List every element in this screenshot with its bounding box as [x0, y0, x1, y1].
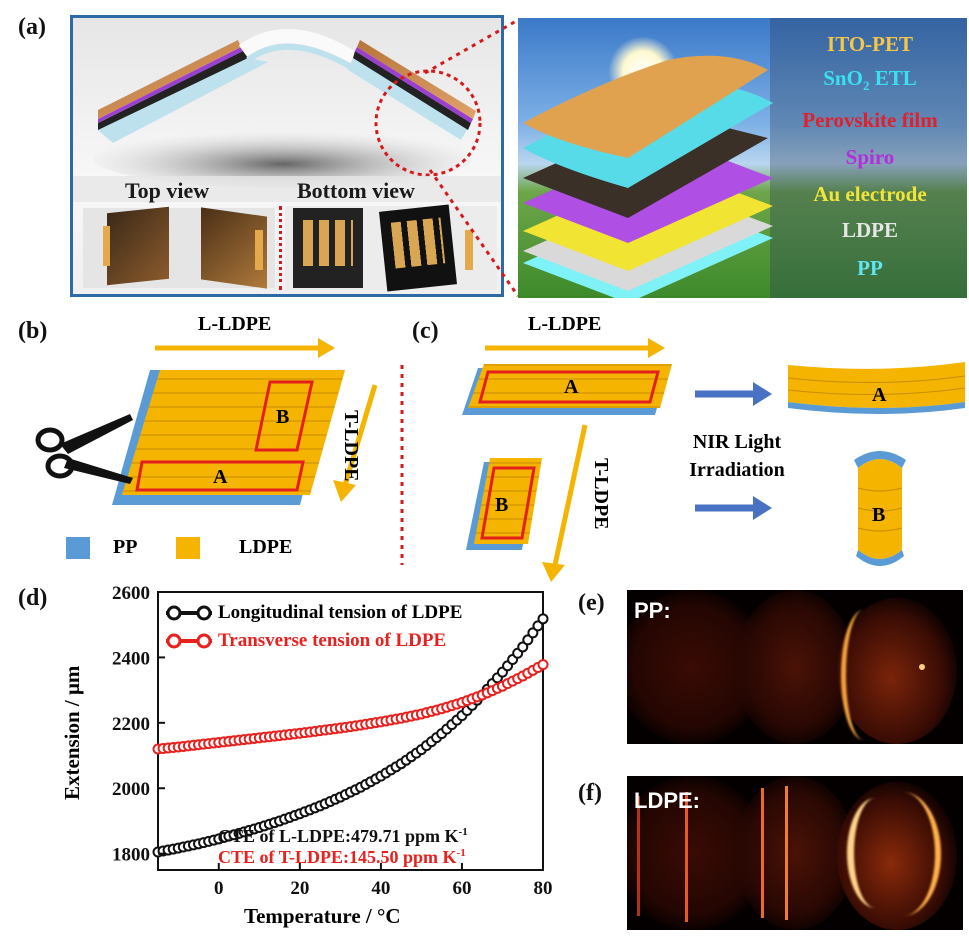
- series-line-1: [157, 663, 544, 751]
- nir-line-2: Irradiation: [689, 459, 785, 481]
- panel-c-t-ldpe-label: T-LDPE: [590, 458, 612, 530]
- bent-device-render: [93, 29, 482, 188]
- ldpe-diffraction-image: [627, 776, 963, 930]
- x-tick-label: 0: [214, 878, 224, 899]
- layer-label-ldpe: LDPE: [841, 218, 898, 242]
- top-view-photo: [83, 206, 275, 289]
- legend-pp-label: PP: [113, 536, 138, 558]
- panel-label-b: (b): [18, 318, 48, 344]
- pp-image-title: PP:: [634, 598, 671, 623]
- layer-label-pp: PP: [857, 256, 883, 280]
- series-0-point: [527, 627, 539, 639]
- layer-stack-illustration: [518, 18, 967, 298]
- view-divider: [279, 206, 282, 290]
- bottom-view-label: Bottom view: [297, 178, 415, 203]
- legend-pp-swatch: [66, 537, 90, 559]
- device-render-panel: Top view Bottom view: [70, 15, 504, 297]
- legend-ldpe-label: LDPE: [239, 536, 293, 558]
- panel-c-region-b: B: [495, 494, 509, 516]
- series-0-point: [532, 620, 544, 632]
- panel-b-l-ldpe-label: L-LDPE: [198, 313, 272, 335]
- nir-line-1: NIR Light: [692, 431, 782, 453]
- panel-c-curled-a: A: [872, 384, 887, 406]
- x-tick-label: 80: [534, 878, 553, 899]
- layer-label-perovskite: Perovskite film: [802, 108, 938, 132]
- bottom-view-photo: [285, 204, 497, 292]
- series-0-point: [537, 613, 549, 625]
- pp-diffraction-image: [627, 590, 963, 744]
- cte-t-ldpe-annotation: CTE of T-LDPE:145.50 ppm K-1: [218, 847, 466, 867]
- ldpe-image-title: LDPE:: [634, 788, 700, 813]
- panel-b-region-b: B: [276, 406, 290, 428]
- x-axis-label: Temperature / °C: [244, 904, 401, 928]
- scissors-icon: [35, 414, 133, 484]
- zoom-connectors: [424, 18, 520, 297]
- y-axis-label: Extension / μm: [60, 665, 84, 800]
- panel-c-curled-b: B: [872, 504, 886, 526]
- x-tick-label: 60: [452, 878, 471, 899]
- y-tick-label: 2200: [112, 714, 150, 735]
- panel-label-c: (c): [412, 318, 439, 344]
- plot-frame: [157, 591, 544, 871]
- nir-irradiation-label: NIR Light Irradiation: [672, 428, 802, 484]
- stack-layers: [523, 55, 773, 298]
- y-tick-label: 2000: [112, 779, 150, 800]
- panel-label-d: (d): [18, 585, 48, 611]
- legend-ldpe-swatch: [176, 537, 200, 559]
- panel-b-diagram: [35, 338, 404, 565]
- layer-label-sno2: SnO2 ETL: [823, 66, 917, 94]
- panel-label-a: (a): [18, 14, 46, 40]
- panel-c-diagram: [462, 338, 966, 582]
- extension-temperature-chart: 0 20 40 60 80 1800 2000 2200 2400 2600: [112, 583, 553, 899]
- legend-transverse-label: Transverse tension of LDPE: [218, 630, 447, 651]
- x-tick-label: 20: [290, 878, 309, 899]
- panel-label-e: (e): [578, 590, 605, 616]
- panel-c-region-a: A: [564, 376, 579, 398]
- top-view-label: Top view: [125, 178, 210, 203]
- series-line-0: [157, 617, 545, 854]
- panel-b-t-ldpe-label: T-LDPE: [340, 410, 362, 482]
- series-1-point: [537, 659, 549, 671]
- x-tick-label: 40: [371, 878, 390, 899]
- legend-transverse-marker: [166, 633, 212, 649]
- layer-label-ito-pet: ITO-PET: [827, 32, 913, 56]
- y-tick-label: 2600: [112, 583, 150, 604]
- layer-label-spiro: Spiro: [845, 145, 895, 169]
- panel-label-f: (f): [578, 780, 602, 806]
- legend-longitudinal-marker: [166, 605, 212, 621]
- y-tick-label: 2400: [112, 648, 150, 669]
- series-0-point: [517, 641, 529, 653]
- panel-b-region-a: A: [213, 466, 228, 488]
- cte-l-ldpe-annotation: CTE of L-LDPE:479.71 ppm K-1: [218, 826, 468, 846]
- series-0-point: [522, 634, 534, 646]
- y-tick-label: 1800: [112, 845, 150, 866]
- zoom-circle: [374, 69, 482, 177]
- layer-label-au: Au electrode: [813, 182, 927, 206]
- panel-c-l-ldpe-label: L-LDPE: [528, 313, 602, 335]
- legend-longitudinal-label: Longitudinal tension of LDPE: [218, 602, 463, 623]
